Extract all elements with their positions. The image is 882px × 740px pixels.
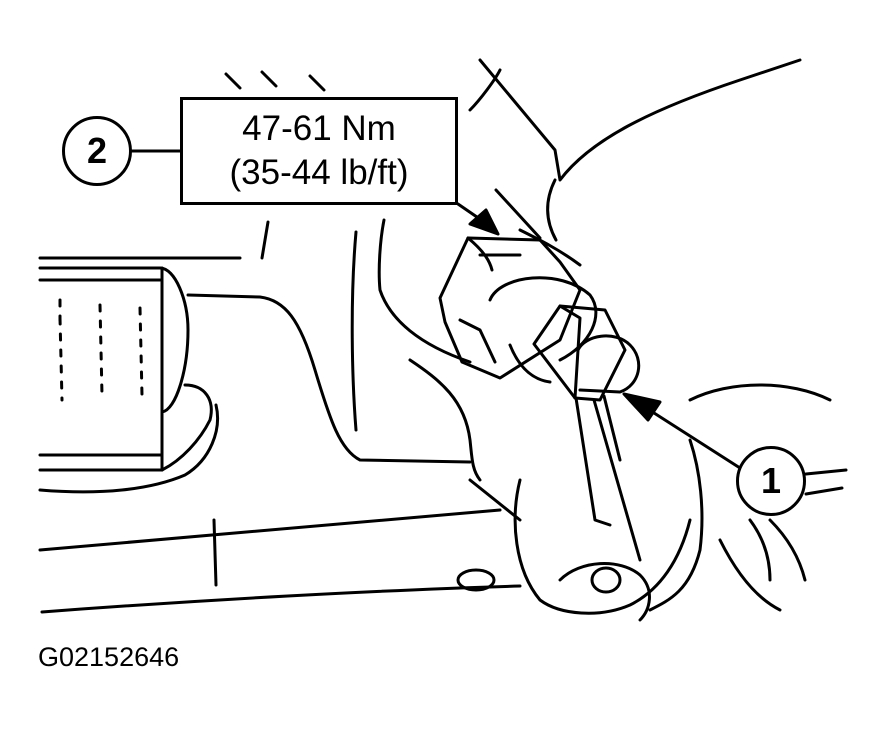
- callout-2: 2: [62, 116, 132, 186]
- callout-1-leader: [638, 402, 742, 470]
- callout-1: 1: [736, 446, 806, 516]
- torque-metric: 47-61 Nm: [242, 109, 396, 148]
- figure-id: G02152646: [38, 642, 180, 672]
- callout-2-label: 2: [86, 130, 108, 171]
- callout-1-arrowhead: [622, 392, 662, 422]
- left-block: [38, 256, 472, 494]
- housing-outline: [260, 58, 802, 482]
- torque-spec-box: 47-61 Nm (35-44 lb/ft): [180, 97, 458, 205]
- mount-hole-left: [456, 568, 496, 592]
- callout-1-label: 1: [760, 460, 782, 501]
- sensor-fitting: [438, 236, 642, 562]
- torque-arrowhead: [468, 208, 500, 236]
- mounting-frame: [38, 383, 832, 622]
- torque-imperial: (35-44 lb/ft): [229, 153, 409, 192]
- mount-hole-right: [590, 566, 622, 594]
- right-detail-marks: [748, 468, 848, 582]
- hatch-marks: [224, 70, 326, 92]
